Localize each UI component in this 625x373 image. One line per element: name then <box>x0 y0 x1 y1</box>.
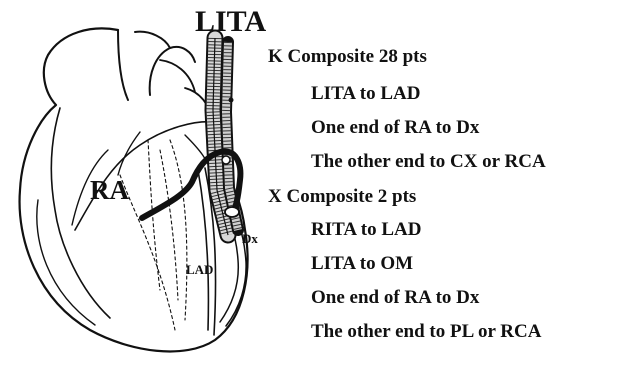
k-item-3: The other end to CX or RCA <box>311 152 546 171</box>
heart-left-inner <box>51 108 110 318</box>
k-composite-heading: K Composite 28 pts <box>268 47 427 66</box>
k-item-2: One end of RA to Dx <box>311 118 479 137</box>
lita-label: LITA <box>195 7 266 37</box>
x-item-4: The other end to PL or RCA <box>311 322 541 341</box>
x-item-2: LITA to OM <box>311 254 413 273</box>
lad-line-1 <box>198 170 208 330</box>
heart-left-inner-2 <box>37 200 95 325</box>
ra-label: RA <box>90 177 129 204</box>
x-composite-heading: X Composite 2 pts <box>268 187 416 206</box>
aorta <box>118 30 195 100</box>
dashed-vessel-2 <box>160 150 178 300</box>
lad-label: LAD <box>186 263 213 276</box>
x-item-3: One end of RA to Dx <box>311 288 479 307</box>
aortic-arch <box>160 60 212 120</box>
k-item-1: LITA to LAD <box>311 84 420 103</box>
x-item-1: RITA to LAD <box>311 220 422 239</box>
dx-label: Dx <box>242 232 258 245</box>
